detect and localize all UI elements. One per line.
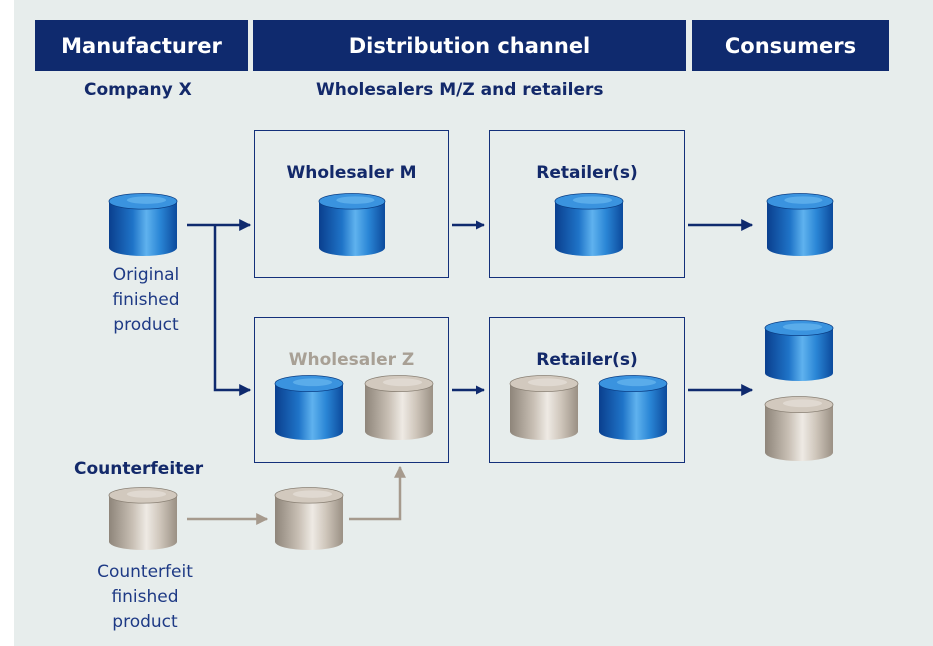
counterfeiter-label: Counterfeiter [74, 459, 204, 479]
original-product-caption: Original finished product [86, 263, 206, 338]
consumer-genuine-icon [764, 320, 834, 381]
counterfeit-product-icon [108, 487, 178, 550]
caption-line: Original [112, 265, 180, 285]
retailer-bottom-counterfeit-icon [509, 375, 579, 440]
caption-line: finished [111, 587, 179, 607]
header-distribution-label: Distribution channel [348, 33, 591, 58]
retailer-top-product-icon [554, 193, 624, 256]
company-x-label: Company X [84, 80, 192, 100]
retailer-top-box: Retailer(s) [489, 130, 685, 278]
caption-line: finished [112, 290, 180, 310]
wholesaler-z-counterfeit-icon [364, 375, 434, 440]
caption-line: product [112, 612, 178, 632]
wholesalers-label: Wholesalers M/Z and retailers [316, 80, 604, 100]
header-manufacturer-label: Manufacturer [61, 33, 222, 58]
wholesaler-z-title: Wholesaler Z [288, 350, 415, 370]
header-distribution-channel: Distribution channel [253, 20, 686, 71]
retailer-bottom-title: Retailer(s) [536, 350, 638, 370]
retailer-bottom-box: Retailer(s) [489, 317, 685, 463]
header-manufacturer: Manufacturer [35, 20, 248, 71]
wholesaler-m-title: Wholesaler M [286, 163, 417, 183]
wholesaler-z-box: Wholesaler Z [254, 317, 449, 463]
counterfeit-transit-product-icon [274, 487, 344, 550]
arrow-middle-to-wholesaler-z [349, 465, 406, 521]
header-consumers-label: Consumers [724, 33, 857, 58]
wholesaler-m-box: Wholesaler M [254, 130, 449, 278]
wholesaler-m-product-icon [318, 193, 386, 256]
wholesaler-z-genuine-icon [274, 375, 344, 440]
consumer-counterfeit-icon [764, 396, 834, 461]
retailer-top-title: Retailer(s) [536, 163, 638, 183]
consumer-product-icon [766, 193, 834, 256]
arrow-company-to-wholesaler-z [213, 225, 252, 396]
header-consumers: Consumers [692, 20, 889, 71]
caption-line: product [113, 315, 179, 335]
genuine-flow-arrows [187, 219, 754, 396]
counterfeit-flow-arrows [187, 465, 406, 525]
counterfeit-product-caption: Counterfeit finished product [75, 560, 215, 635]
original-product-icon [108, 193, 178, 256]
retailer-bottom-genuine-icon [598, 375, 668, 440]
caption-line: Counterfeit [97, 562, 193, 582]
